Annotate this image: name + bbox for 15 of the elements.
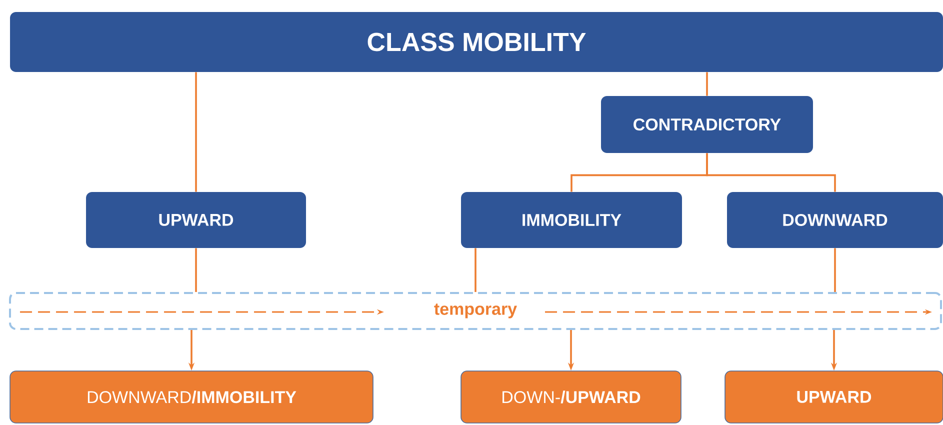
category-box: IMMOBILITY [461,192,682,248]
connector [195,72,197,192]
category-box: CLASS MOBILITY [10,12,943,72]
dashed-band: temporary [9,292,942,330]
category-box: CONTRADICTORY [601,96,813,153]
connector [706,72,708,96]
outcome-box: DOWN-/UPWARD [460,370,682,424]
connector [834,248,836,292]
category-box: UPWARD [86,192,306,248]
outcome-box: UPWARD [724,370,943,424]
connector [706,153,836,192]
category-box: DOWNWARD [727,192,943,248]
connector [474,248,476,292]
connector [195,248,197,292]
outcome-box: DOWNWARD/IMMOBILITY [10,370,374,424]
